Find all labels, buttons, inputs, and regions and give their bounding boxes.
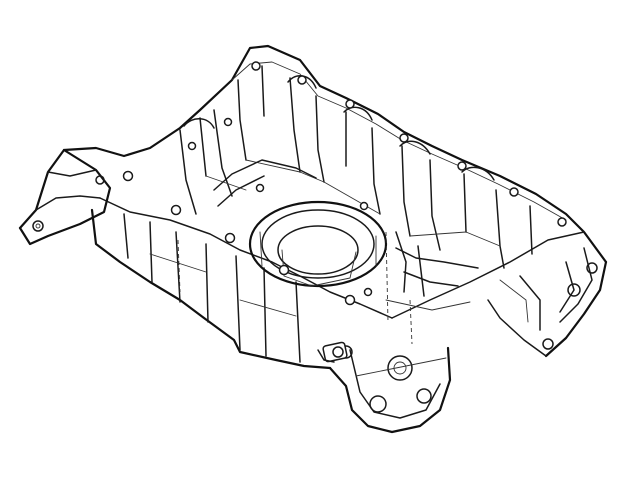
interior-ribs [179, 65, 533, 269]
center-cross-members [213, 159, 479, 311]
main-bearing-boss [248, 200, 388, 288]
drain-plug [317, 341, 348, 363]
left-mounting-bracket [18, 148, 112, 246]
rear-housing [328, 345, 452, 434]
flange-bolt-holes [122, 61, 567, 306]
upper-flange [18, 44, 608, 319]
right-end-panel [487, 247, 608, 358]
front-skirt [90, 208, 332, 370]
hidden-lines [177, 231, 413, 345]
